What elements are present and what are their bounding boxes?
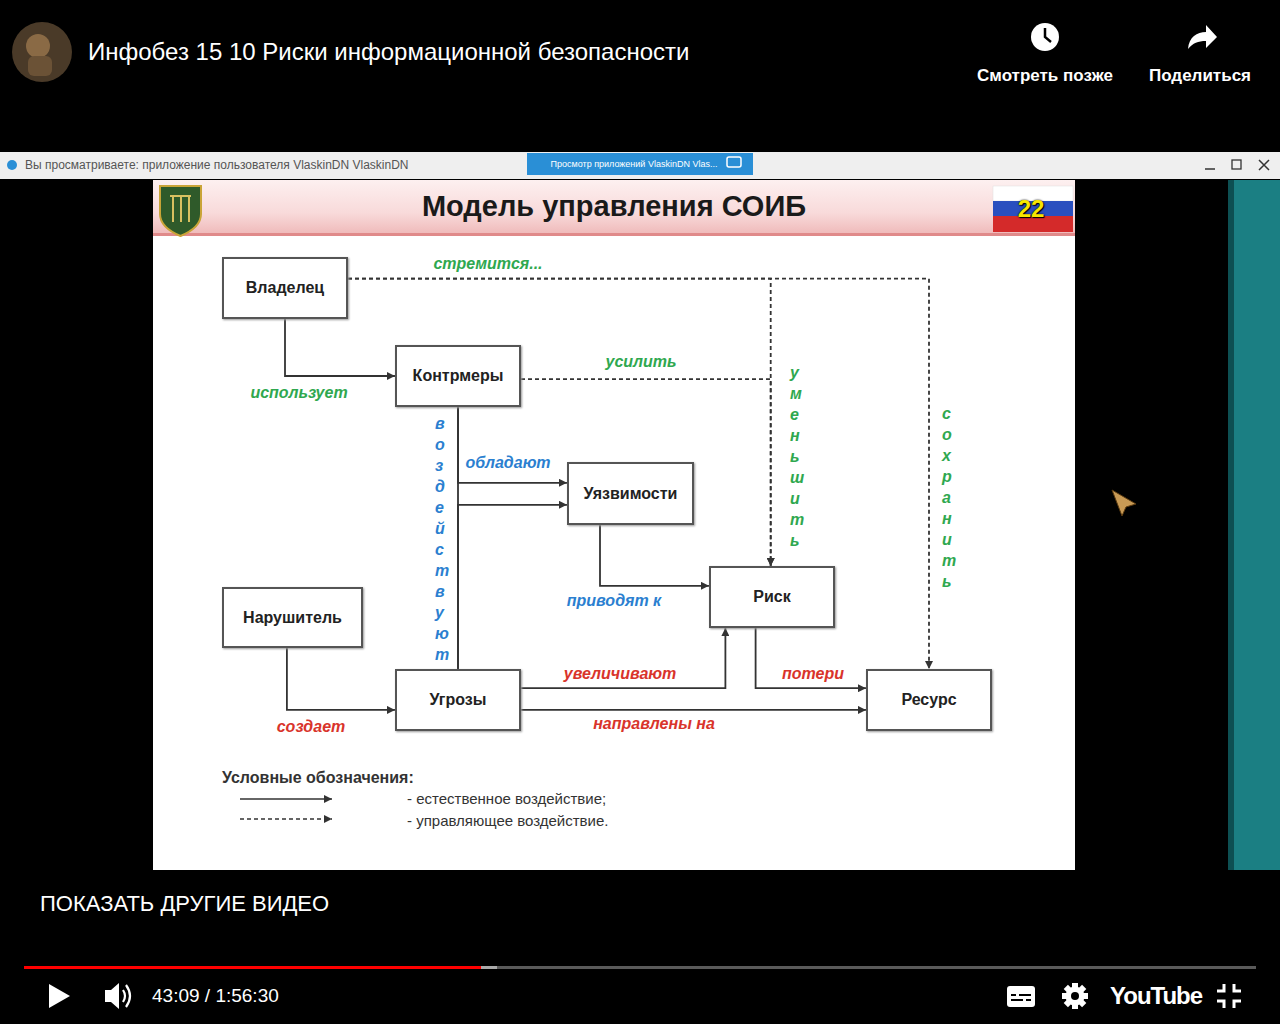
legend-text: - управляющее воздействие. (407, 812, 608, 830)
volume-waves (123, 985, 130, 1007)
channel-avatar (12, 22, 72, 82)
window-icon (7, 160, 17, 170)
flow-connector (756, 628, 866, 688)
flow-connector (521, 709, 866, 711)
flow-connector (458, 505, 567, 669)
legend-sample (240, 818, 332, 820)
video-title: Инфобез 15 10 Риски информационной безоп… (88, 38, 689, 67)
slide-header (153, 180, 1075, 235)
control-connector (348, 279, 771, 566)
watch-later-hands (1045, 28, 1051, 42)
edge-label: усилить (603, 352, 678, 371)
box-text: Контрмеры (413, 367, 504, 385)
box-text: Риск (753, 588, 790, 606)
minimize-button (1205, 168, 1215, 170)
progress-track (24, 966, 1256, 969)
vertical-edge-label: уменьшить (790, 362, 806, 551)
box-text: Нарушитель (243, 609, 342, 627)
edge-label: создает (275, 717, 348, 736)
edge-label: обладают (464, 453, 553, 472)
window-caption: Вы просматриваете: приложение пользовате… (25, 158, 409, 172)
process-box: Уязвимости (567, 462, 694, 525)
edge-label: направлены на (591, 714, 717, 733)
flow-connector (458, 407, 567, 483)
edge-label: увеличивают (562, 664, 678, 683)
vertical-edge-label: сохранить (942, 403, 958, 592)
process-box: Ресурс (866, 669, 992, 731)
mouse-cursor (1112, 490, 1136, 516)
process-box: Угрозы (395, 669, 521, 731)
settings-icon (1062, 983, 1088, 1009)
window-bar (0, 152, 1280, 179)
progress-played (24, 966, 481, 969)
tab-caption: Просмотр приложений VlaskinDN Vlas... (551, 159, 718, 170)
button-caption: Поделиться (1149, 66, 1251, 86)
slide-header-rule (153, 233, 1075, 236)
edge-label: приводят к (565, 591, 663, 610)
slide-number: 22 (1018, 195, 1045, 224)
legend-sample (240, 798, 332, 800)
edge-label: использует (248, 383, 349, 402)
process-box: Владелец (222, 257, 348, 319)
more-videos-caption: ПОКАЗАТЬ ДРУГИЕ ВИДЕО (40, 891, 329, 917)
share-icon (1188, 25, 1217, 49)
viewer-tab (527, 153, 753, 175)
close-button (1259, 160, 1269, 170)
flow-connector (600, 525, 709, 586)
avatar-detail (28, 56, 52, 76)
control-connector (348, 279, 929, 669)
process-box: Контрмеры (395, 345, 521, 407)
flow-label: стремится... (433, 254, 542, 273)
logo-shield (160, 186, 201, 236)
slide (153, 180, 1075, 870)
flow-connector (285, 319, 395, 376)
button-caption: Смотреть позже (977, 66, 1113, 86)
vertical-edge-label: воздействуют (435, 413, 451, 665)
flow-connector (287, 648, 395, 710)
progress-buffer (481, 966, 497, 969)
box-text: Владелец (246, 279, 324, 297)
subtitles-icon (1007, 986, 1035, 1007)
process-box: Нарушитель (222, 587, 363, 648)
flow-connector (521, 628, 725, 688)
time-display: 43:09 / 1:56:30 (152, 985, 279, 1008)
box-text: Ресурс (901, 691, 956, 709)
process-box: Риск (709, 566, 835, 628)
play-button (49, 984, 70, 1008)
edge-label: потери (780, 664, 846, 683)
legend-heading: Условные обозначения: (222, 768, 414, 787)
watch-later-icon (1031, 23, 1059, 51)
desktop-strip (1228, 180, 1280, 870)
avatar-detail (26, 34, 50, 58)
subtitles-lines (1011, 995, 1031, 1000)
desktop-strip-edge (1228, 180, 1234, 870)
legend-text: - естественное воздействие; (407, 790, 606, 808)
logo-mark (170, 196, 191, 222)
youtube-logo: YouTube (1110, 982, 1202, 1011)
tab-icon (727, 157, 741, 167)
volume-icon (105, 983, 119, 1009)
control-connector (521, 379, 771, 566)
box-text: Уязвимости (584, 485, 678, 503)
slide-title: Модель управления СОИБ (422, 189, 806, 224)
exit-fullscreen-icon (1217, 984, 1241, 1008)
restore-button (1232, 160, 1241, 169)
box-text: Угрозы (430, 691, 487, 709)
